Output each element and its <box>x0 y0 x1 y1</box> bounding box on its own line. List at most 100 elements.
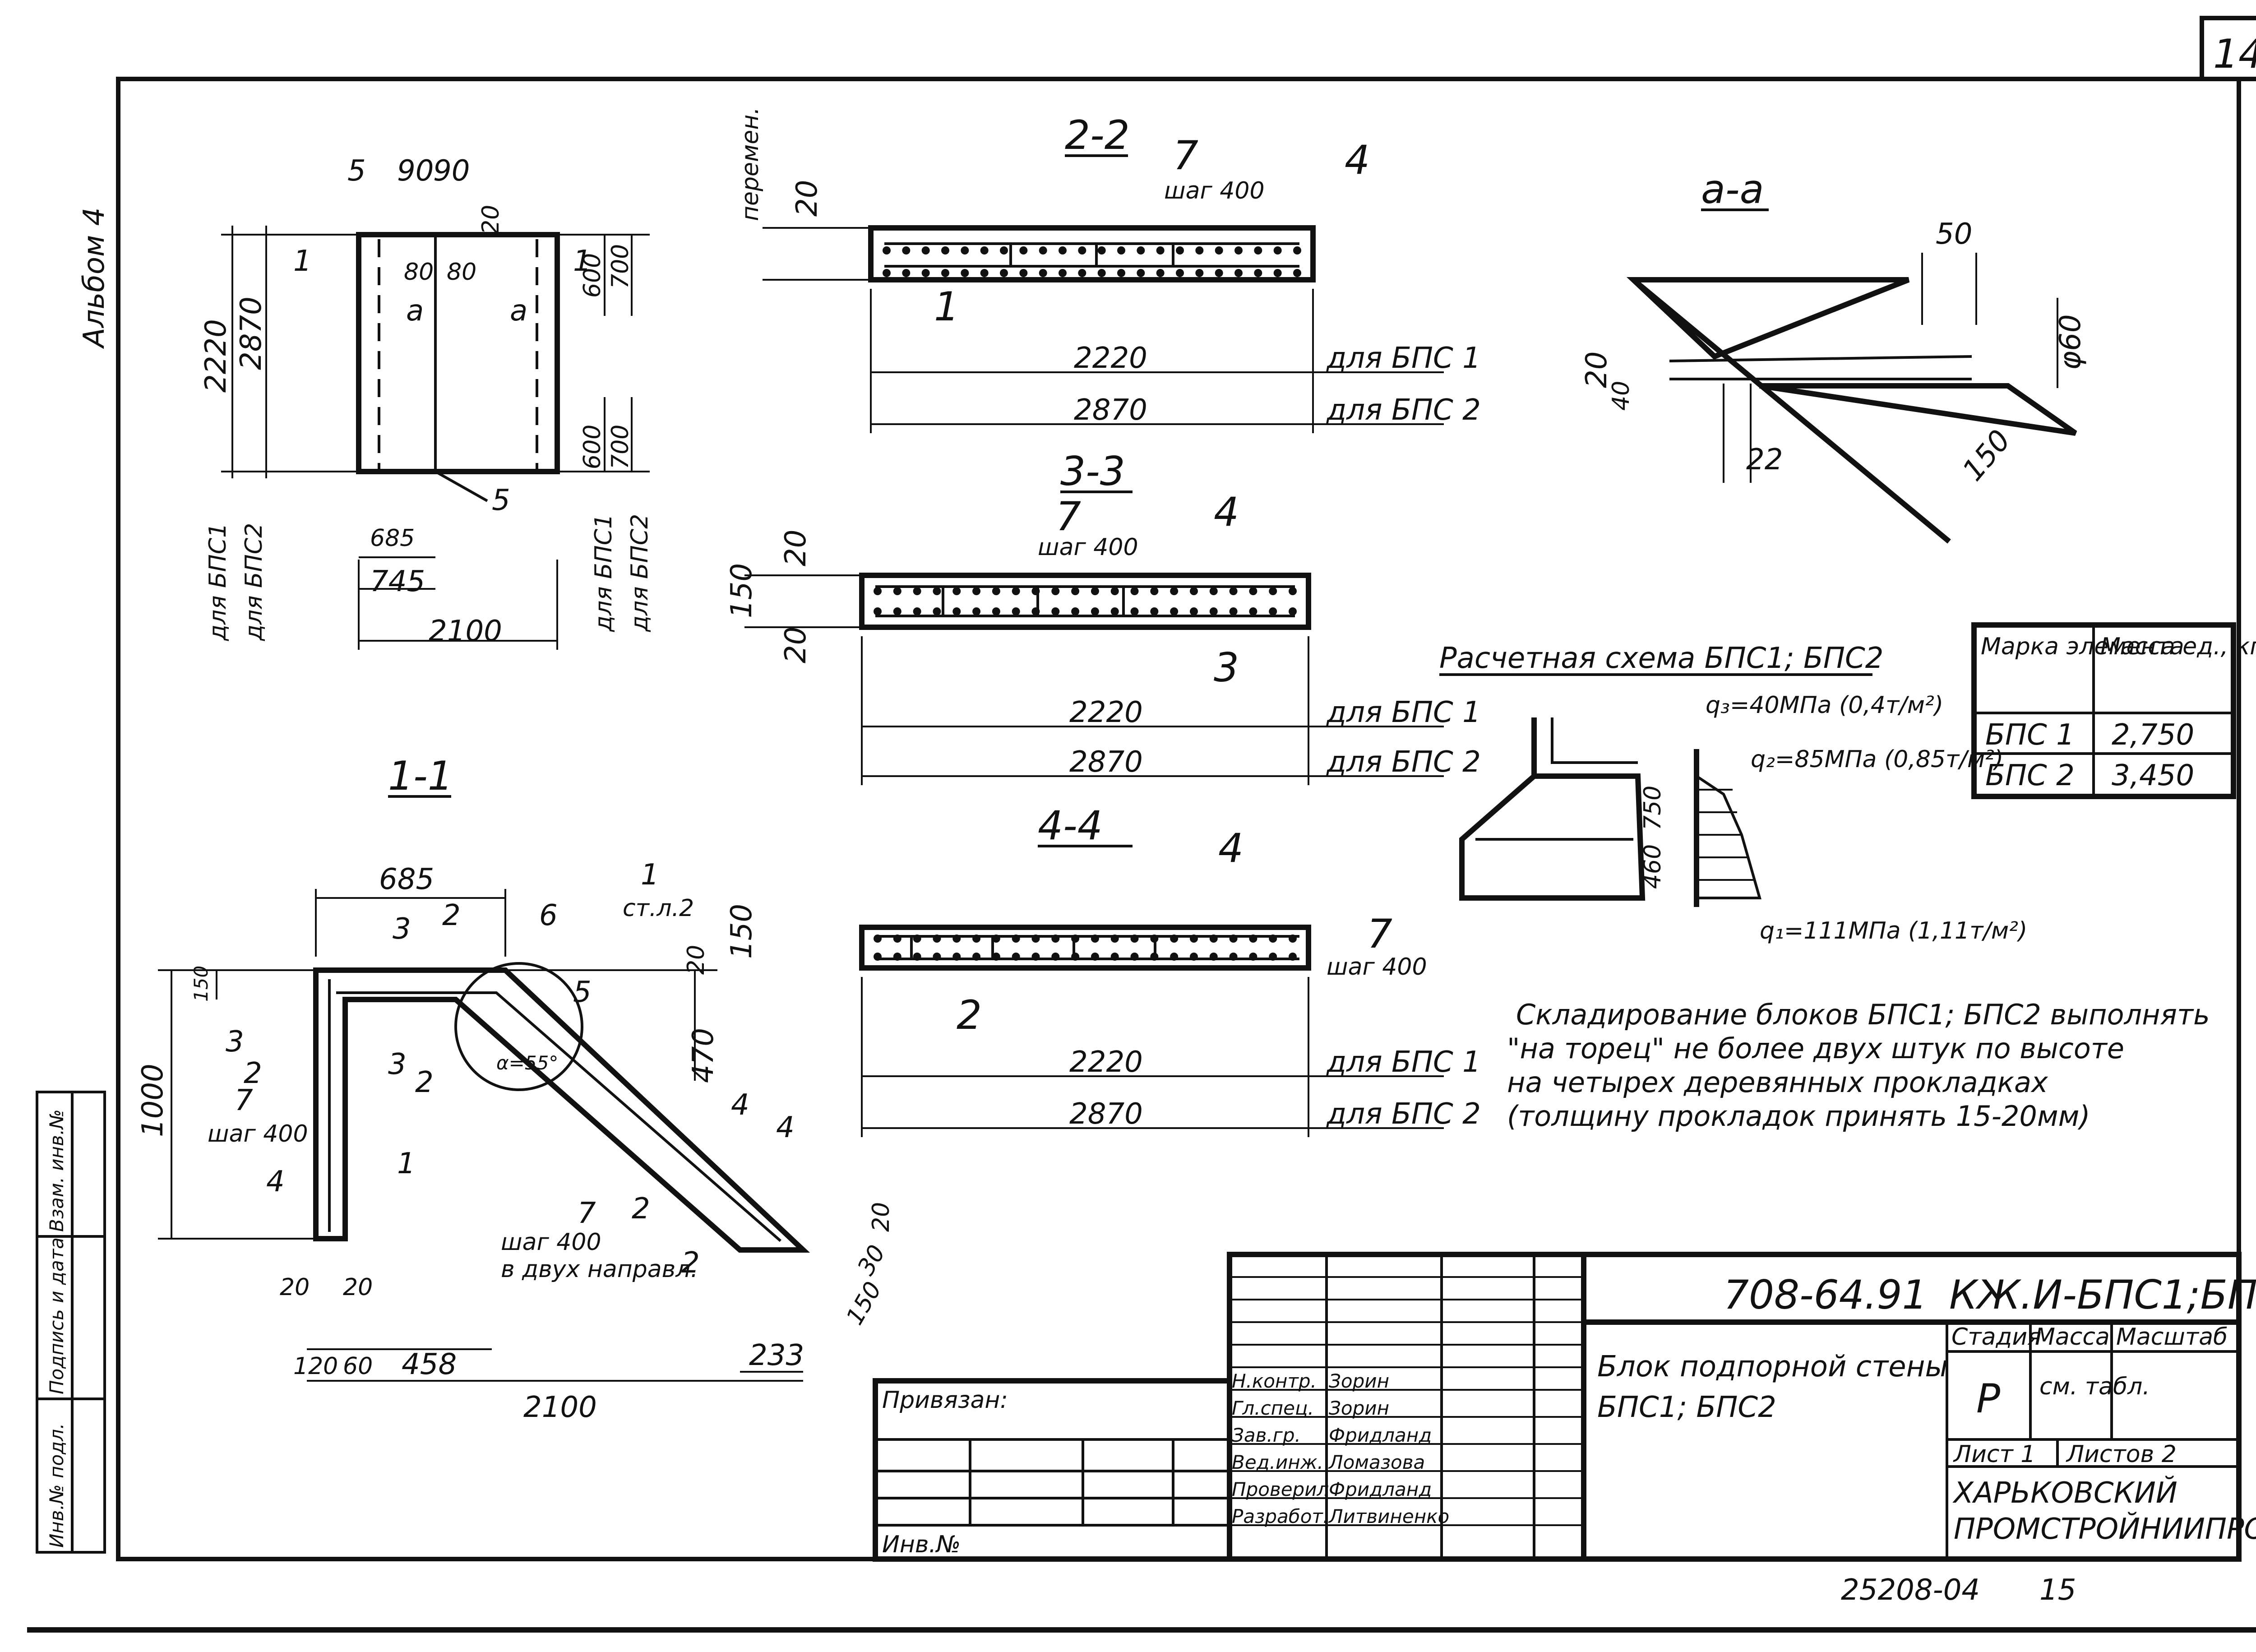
rebar-dot-3-3-bottom-15 <box>1170 607 1179 615</box>
section-3-3-rebar-label: 7 <box>1056 493 1081 540</box>
note-line-4: (толщину прокладок принять 15-20мм) <box>1507 1100 2090 1133</box>
section-1-1-angle: α=55° <box>496 1052 558 1074</box>
section-4-4-dim-label-1: для БПС 1 <box>1326 1046 1481 1079</box>
title-block-role-3: Зав.гр. <box>1232 1424 1301 1446</box>
title-block-name-line1: Блок подпорной стены <box>1597 1350 1948 1384</box>
rebar-dot-4-4-top-20 <box>1269 935 1277 943</box>
section-1-1-callout-3b: 3 <box>388 1048 407 1081</box>
plan-label-bps1-right: для БПС1 <box>590 514 617 632</box>
title-block-stage-header: Стадия <box>1951 1323 2042 1351</box>
section-1-1-callout-4a: 4 <box>266 1165 285 1199</box>
rebar-dot-3-3-top-9 <box>1051 587 1060 595</box>
rebar-dot-3-3-top-8 <box>1031 587 1040 595</box>
rebar-dot-2-2-top-10 <box>1078 246 1086 255</box>
rebar-dot-4-4-top-17 <box>1209 935 1218 943</box>
rebar-dot-3-3-top-2 <box>913 587 921 595</box>
title-block-name-line2: БПС1; БПС2 <box>1597 1391 1776 1424</box>
rebar-dot-2-2-bottom-13 <box>1137 269 1145 277</box>
title-block-privyazan: Привязан: <box>882 1387 1008 1414</box>
plan-dim-745: 745 <box>370 565 425 598</box>
title-block-mass-header: Масса <box>2035 1323 2110 1351</box>
section-a-a-dim-40: 40 <box>1608 381 1635 411</box>
rebar-dot-3-3-bottom-18 <box>1229 607 1238 615</box>
section-1-1-dim-20-c: 20 <box>343 1274 373 1301</box>
rebar-dot-4-4-bottom-21 <box>1289 953 1297 961</box>
section-3-3-dim-label-2: для БПС 2 <box>1326 745 1481 779</box>
section-1-1-callout-6: 6 <box>539 899 558 932</box>
rebar-dot-4-4-top-14 <box>1150 935 1159 943</box>
section-2-2-callout-4: 4 <box>1345 137 1370 183</box>
section-1-1-callout-2e: 2 <box>632 1192 650 1226</box>
section-3-3-dim-20-bottom: 20 <box>779 627 813 663</box>
side-stamp: Взам. инв.№ Подпись и дата Инв.№ подл. <box>36 1091 106 1554</box>
rebar-dot-2-2-bottom-15 <box>1176 269 1184 277</box>
title-block-name-4: Ломазова <box>1328 1451 1425 1473</box>
section-3-3-dim-2870: 2870 <box>1069 745 1143 779</box>
rebar-dot-2-2-top-11 <box>1097 246 1106 255</box>
section-1-1-dim-458: 458 <box>402 1348 457 1381</box>
rebar-dot-4-4-top-12 <box>1110 935 1119 943</box>
rebar-dot-4-4-top-7 <box>1012 935 1020 943</box>
rebar-dot-4-4-bottom-2 <box>913 953 921 961</box>
rebar-dot-3-3-bottom-2 <box>913 607 921 615</box>
rebar-dot-2-2-top-2 <box>921 246 930 255</box>
section-3-3: 3-3 7 шаг 400 4 3 150 20 20 2220 для БПС… <box>725 448 1481 785</box>
plan-dim-80a: 80 <box>404 259 434 286</box>
plan-dim-20: 20 <box>477 205 504 235</box>
rebar-dot-3-3-bottom-12 <box>1110 607 1119 615</box>
plan-dim-80b: 80 <box>447 259 476 286</box>
plan-dim-700-top: 700 <box>607 244 634 289</box>
rebar-dot-3-3-top-10 <box>1071 587 1080 595</box>
page-number-box <box>2200 16 2256 81</box>
rebar-dot-4-4-top-10 <box>1071 935 1080 943</box>
plan-label-bps2-right: для БПС2 <box>626 514 653 632</box>
rebar-dot-3-3-bottom-3 <box>933 607 941 615</box>
rebar-dot-4-4-bottom-20 <box>1269 953 1277 961</box>
design-scheme-q3: q₃=40МПа (0,4т/м²) <box>1706 692 1943 719</box>
mass-table-row2-mark: БПС 2 <box>1985 759 2075 792</box>
rebar-dot-2-2-top-12 <box>1117 246 1125 255</box>
rebar-dot-2-2-top-18 <box>1234 246 1243 255</box>
rebar-dot-3-3-bottom-1 <box>893 607 901 615</box>
side-stamp-field-3: Взам. инв.№ <box>46 1109 68 1232</box>
rebar-dot-3-3-top-3 <box>933 587 941 595</box>
rebar-dot-4-4-top-1 <box>893 935 901 943</box>
rebar-dot-2-2-top-5 <box>980 246 989 255</box>
mass-table-header-mark: Марка элемента <box>1981 633 2184 660</box>
rebar-dot-2-2-bottom-6 <box>1000 269 1008 277</box>
section-1-1-dim-60: 60 <box>343 1353 373 1380</box>
storage-note: Складирование блоков БПС1; БПС2 выполнят… <box>1507 998 2210 1133</box>
title-block-role-1: Н.контр. <box>1232 1370 1317 1392</box>
section-1-1-dim-20-a: 20 <box>683 945 710 975</box>
section-1-1-dim-2100: 2100 <box>523 1391 597 1424</box>
rebar-dot-3-3-bottom-7 <box>1012 607 1020 615</box>
rebar-dot-3-3-bottom-14 <box>1150 607 1159 615</box>
rebar-dot-3-3-top-19 <box>1249 587 1257 595</box>
title-block-scale-header: Масштаб <box>2116 1323 2228 1351</box>
section-1-1-callout-1b: 1 <box>397 1147 416 1180</box>
title-block-doc: КЖ.И-БПС1;БПС2 <box>1949 1272 2256 1318</box>
side-stamp-field-1: Инв.№ подл. <box>46 1423 68 1548</box>
rebar-dot-4-4-top-0 <box>874 935 882 943</box>
section-3-3-rebar-step: шаг 400 <box>1038 534 1138 561</box>
section-4-4-dim-150: 150 <box>725 904 758 959</box>
rebar-dot-3-3-top-1 <box>893 587 901 595</box>
rebar-dot-2-2-bottom-3 <box>941 269 949 277</box>
rebar-dot-3-3-bottom-10 <box>1071 607 1080 615</box>
section-1-1-dim-1000: 1000 <box>136 1064 170 1137</box>
mass-table: Марка элемента Масса ед., кг БПС 1 2,750… <box>1971 622 2256 799</box>
rebar-dot-2-2-bottom-2 <box>921 269 930 277</box>
section-1-1-callout-1a: 1 <box>641 858 659 892</box>
section-1-1-callout-3a: 3 <box>393 912 411 946</box>
rebar-dot-4-4-top-5 <box>972 935 981 943</box>
plan-section-a-right: a <box>510 294 527 328</box>
rebar-dot-2-2-bottom-14 <box>1156 269 1165 277</box>
page-number: 14 <box>2213 31 2256 77</box>
plan-label-bps2-left: для БПС2 <box>240 523 268 641</box>
rebar-dot-2-2-bottom-1 <box>902 269 911 277</box>
section-a-a: а-а 50 20 40 22 150 φ60 <box>1580 166 2087 544</box>
rebar-dot-3-3-top-6 <box>992 587 1000 595</box>
rebar-dot-4-4-bottom-10 <box>1071 953 1080 961</box>
section-1-1: 1-1 685 150 1000 470 20 20 20 120 60 458… <box>136 753 895 1424</box>
rebar-dot-3-3-bottom-8 <box>1031 607 1040 615</box>
